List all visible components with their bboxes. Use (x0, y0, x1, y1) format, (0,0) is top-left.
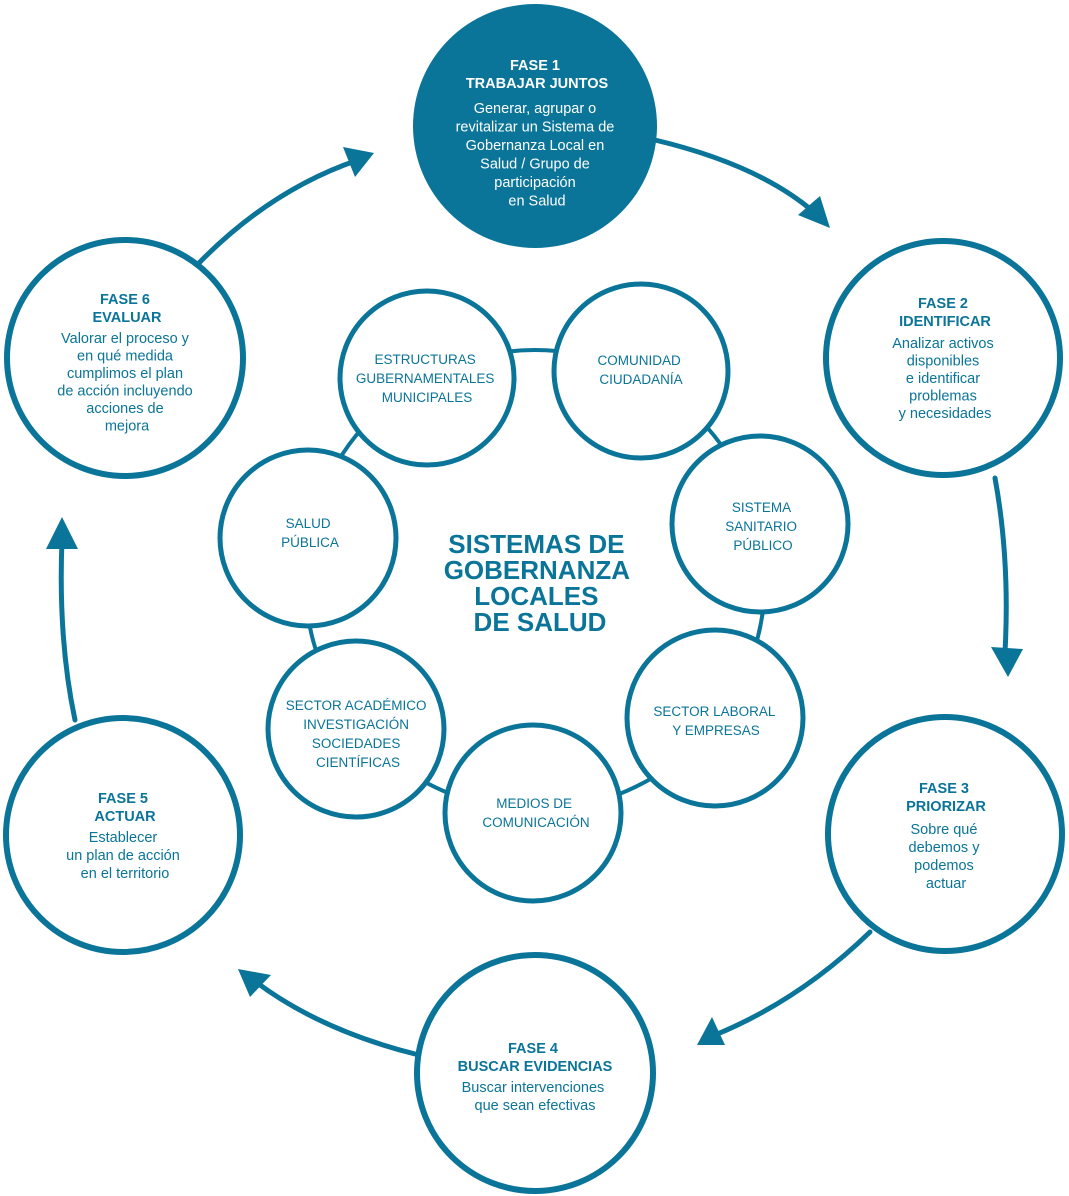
sector-label: MEDIOS DE COMUNICACIÓN (482, 796, 589, 830)
cycle-arrows (46, 137, 1023, 1057)
arrowhead-phase3 (991, 647, 1023, 677)
phase-description: Buscar intervenciones que sean efectivas (462, 1080, 609, 1114)
phase-circles: FASE 1 TRABAJAR JUNTOS Generar, agrupar … (3, 4, 1065, 1194)
sector-label: SECTOR LABORAL Y EMPRESAS (653, 704, 778, 738)
phase-title: FASE 5 ACTUAR (94, 791, 156, 825)
phase-4: FASE 4 BUSCAR EVIDENCIAS Buscar interven… (414, 952, 656, 1194)
phase-title: FASE 2 IDENTIFICAR (899, 296, 991, 330)
sector-salud-publica: SALUD PÚBLICA (217, 447, 399, 629)
sector-medios-comunicacion: MEDIOS DE COMUNICACIÓN (442, 722, 624, 904)
sector-circle (217, 447, 399, 629)
center-title: SISTEMAS DE GOBERNANZA LOCALES DE SALUD (444, 529, 637, 637)
phase-description: Establecer un plan de acción en el terri… (66, 830, 184, 882)
sector-laboral-empresas: SECTOR LABORAL Y EMPRESAS (624, 627, 806, 809)
phase-6: FASE 6 EVALUAR Valorar el proceso y en q… (4, 237, 246, 479)
phase-circle (3, 715, 243, 955)
phase-3: FASE 3 PRIORIZAR Sobre qué debemos y pod… (825, 714, 1065, 954)
arrowhead-phase4 (697, 1017, 725, 1045)
arrow-phase5-to-phase6 (58, 537, 78, 723)
sector-circle (337, 288, 517, 468)
phase-description: Analizar activos disponibles e identific… (892, 336, 998, 422)
phase-circle-filled (413, 4, 657, 248)
sector-sistema-sanitario: SISTEMA SANITARIO PÚBLICO (669, 433, 851, 615)
arrowhead-phase6 (46, 517, 78, 549)
arrow-phase3-to-phase4 (712, 929, 873, 1038)
sector-academico: SECTOR ACADÉMICO INVESTIGACIÓN SOCIEDADE… (265, 638, 447, 820)
sector-comunidad-ciudadania: COMUNIDAD CIUDADANÍA (551, 281, 731, 461)
phase-circle (825, 714, 1065, 954)
arrow-phase4-to-phase5 (253, 979, 418, 1057)
sector-circle (624, 627, 806, 809)
arrow-phase6-to-phase1 (195, 157, 361, 267)
phase-2: FASE 2 IDENTIFICAR Analizar activos disp… (823, 238, 1063, 478)
sector-circle (551, 281, 731, 461)
sector-label: ESTRUCTURAS GUBERNAMENTALES MUNICIPALES (356, 352, 498, 405)
phase-circle (823, 238, 1063, 478)
phase-description: Generar, agrupar o revitalizar un Sistem… (456, 101, 619, 210)
sector-circle (442, 722, 624, 904)
phase-circle (414, 952, 656, 1194)
sector-label: SECTOR ACADÉMICO INVESTIGACIÓN SOCIEDADE… (286, 698, 431, 770)
phase-title: FASE 3 PRIORIZAR (906, 781, 986, 815)
phase-description: Valorar el proceso y en qué medida cumpl… (57, 331, 196, 435)
sector-estructuras-gubernamentales: ESTRUCTURAS GUBERNAMENTALES MUNICIPALES (337, 288, 517, 468)
arrowhead-phase2 (798, 196, 830, 228)
arrowhead-phase5 (238, 969, 271, 997)
sector-label: SISTEMA SANITARIO PÚBLICO (725, 500, 801, 553)
arrowhead-phase1 (343, 147, 374, 177)
phase-title: FASE 1 TRABAJAR JUNTOS (466, 58, 609, 92)
arrow-phase2-to-phase3 (992, 475, 1009, 655)
phase-title: FASE 4 BUSCAR EVIDENCIAS (458, 1041, 613, 1075)
phase-title: FASE 6 EVALUAR (92, 292, 162, 326)
phase-5: FASE 5 ACTUAR Establecer un plan de acci… (3, 715, 243, 955)
sector-circle (669, 433, 851, 615)
phase-1: FASE 1 TRABAJAR JUNTOS Generar, agrupar … (413, 4, 657, 248)
phase-circle (4, 237, 246, 479)
sector-circle (265, 638, 447, 820)
arrow-phase1-to-phase2 (652, 137, 818, 216)
sector-label: SALUD PÚBLICA (281, 516, 339, 550)
sector-circles: ESTRUCTURAS GUBERNAMENTALES MUNICIPALES … (217, 281, 851, 904)
sector-label: COMUNIDAD CIUDADANÍA (597, 353, 684, 387)
phase-description: Sobre qué debemos y podemos actuar (909, 822, 984, 892)
